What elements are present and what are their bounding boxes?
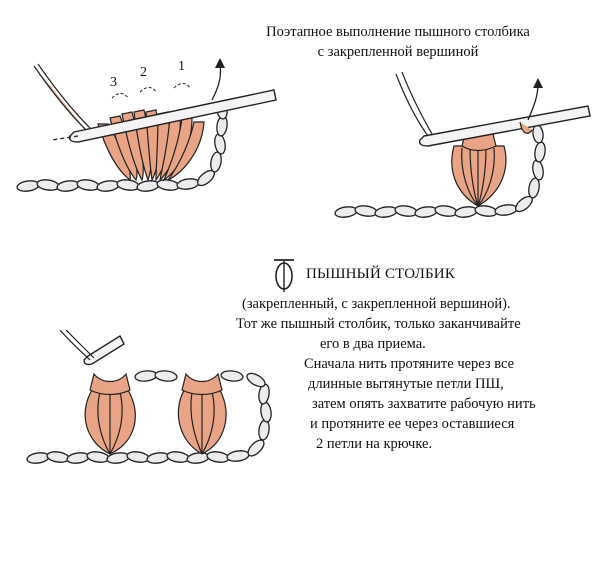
crochet-hook-icon [51, 89, 277, 143]
title-line-2: с закрепленной вершиной [317, 44, 479, 60]
chain-top [134, 370, 244, 382]
working-yarn [519, 121, 533, 134]
arrow-up-icon [211, 63, 222, 101]
arrow-up-icon [527, 83, 539, 121]
instruction-line: затем опять захватите рабочую нить [312, 396, 536, 412]
crochet-hook-icon [395, 72, 591, 147]
instruction-line: и протяните ее через оставшиеся [310, 416, 515, 432]
foundation-chain [26, 372, 272, 464]
puff-stitch [84, 372, 136, 455]
puff-stitch [451, 128, 507, 207]
section-heading: ПЫШНЫЙ СТОЛБИК [306, 266, 456, 282]
puff-stitch [177, 372, 227, 455]
foundation-chain [334, 124, 546, 218]
foundation-chain [16, 100, 228, 192]
loop-label-1: 1 [178, 59, 185, 74]
instruction-line: Сначала нить протяните через все [304, 356, 515, 372]
instruction-line: его в два приема. [320, 336, 426, 352]
page-title: Поэтапное выполнение пышного столбика с … [228, 22, 568, 62]
instruction-line: 2 петли на крючке. [316, 436, 433, 452]
yarn-loops [97, 109, 205, 183]
figure-puff-bound-top [334, 72, 591, 218]
figure-finished-puffs [26, 330, 272, 464]
instruction-text: (закрепленный, с закрепленной вершиной).… [226, 294, 604, 454]
loop-label-2: 2 [140, 65, 147, 80]
puff-stitch-symbol-icon [274, 259, 294, 292]
title-line-1: Поэтапное выполнение пышного столбика [266, 24, 530, 40]
loop-label-3: 3 [110, 75, 117, 90]
instruction-line: Тот же пышный столбик, только заканчивай… [236, 316, 521, 332]
crochet-hook-icon [59, 330, 125, 366]
figure-loops-on-hook: 3 2 1 [16, 58, 277, 192]
working-yarn [33, 65, 87, 131]
instruction-line: длинные вытянутые петли ПШ, [308, 376, 504, 392]
instruction-line: (закрепленный, с закрепленной вершиной). [242, 296, 511, 312]
